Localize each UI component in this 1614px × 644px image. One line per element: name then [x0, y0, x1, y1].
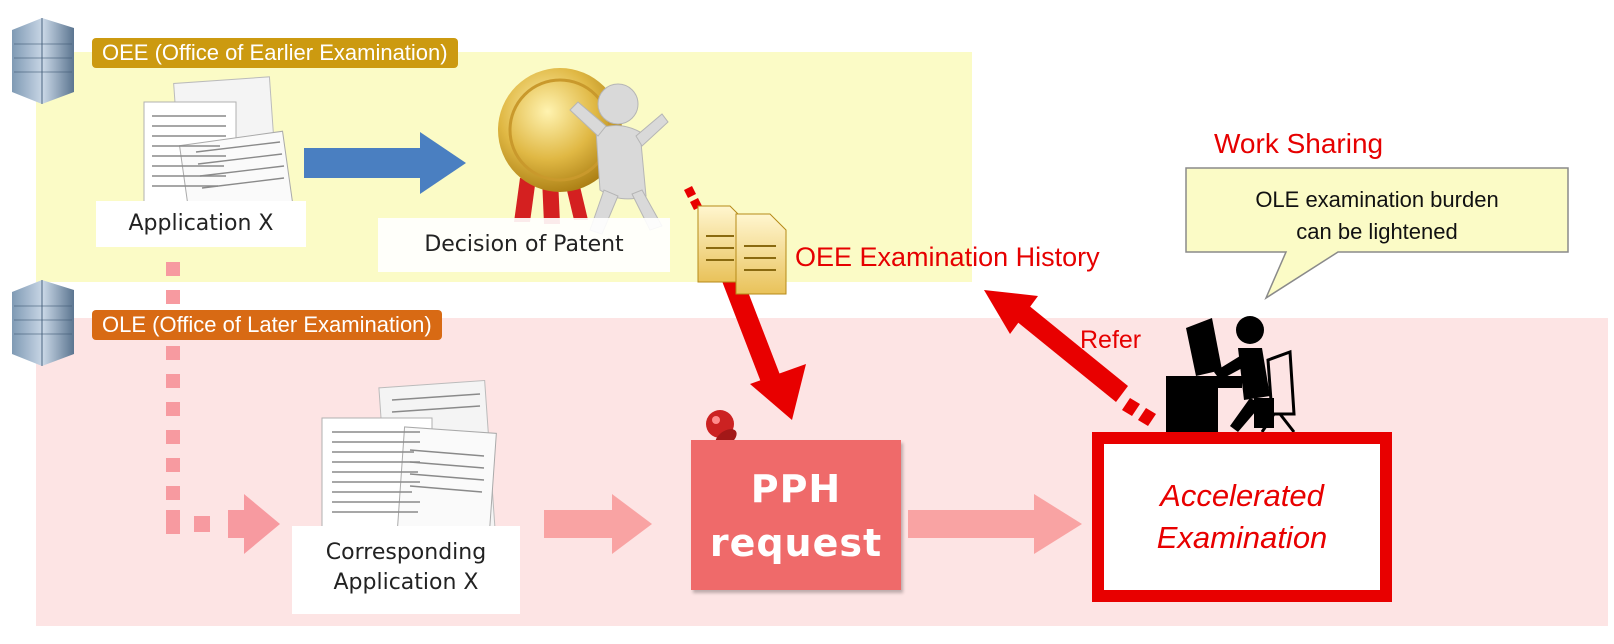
pink-flow-arrow [908, 494, 1082, 554]
callout-line1: OLE examination burden [1255, 187, 1499, 212]
work-sharing-title: Work Sharing [1214, 128, 1384, 159]
decision-caption: Decision of Patent [378, 218, 670, 272]
examination-history-label: OEE Examination History [795, 242, 1100, 272]
refer-label: Refer [1080, 326, 1142, 354]
callout-text: OLE examination burden can be lightened [1196, 184, 1558, 248]
pph-request-note: PPH request [691, 440, 901, 590]
worker-at-desk-icon [1166, 316, 1296, 434]
application-caption: Application X [96, 201, 306, 247]
accelerated-examination-box: Accelerated Examination [1092, 432, 1392, 602]
corresponding-caption-line2: Application X [333, 570, 479, 595]
callout-line2: can be lightened [1296, 219, 1458, 244]
refer-arrow [984, 290, 1156, 426]
application-link-dashed-arrow [166, 262, 280, 554]
pph-line1: PPH [750, 467, 842, 511]
office-building-icon [12, 280, 74, 366]
corresponding-application-caption: Corresponding Application X [292, 526, 520, 614]
gold-medal-icon [498, 68, 622, 224]
ole-office-label: OLE (Office of Later Examination) [92, 310, 442, 340]
corresponding-caption-line1: Corresponding [325, 540, 487, 565]
accelerated-line2: Examination [1156, 520, 1328, 555]
callout-bubble [1185, 167, 1569, 300]
accelerated-line1: Accelerated [1160, 478, 1324, 513]
oee-office-label: OEE (Office of Earlier Examination) [92, 38, 458, 68]
person-figure-icon [569, 83, 669, 235]
blue-flow-arrow [304, 132, 466, 194]
pink-flow-arrow [544, 494, 652, 554]
pph-line2: request [709, 521, 883, 565]
office-building-icon [12, 18, 74, 104]
accelerated-examination-inner: Accelerated Examination [1101, 441, 1383, 593]
file-copy-icon [697, 205, 787, 295]
